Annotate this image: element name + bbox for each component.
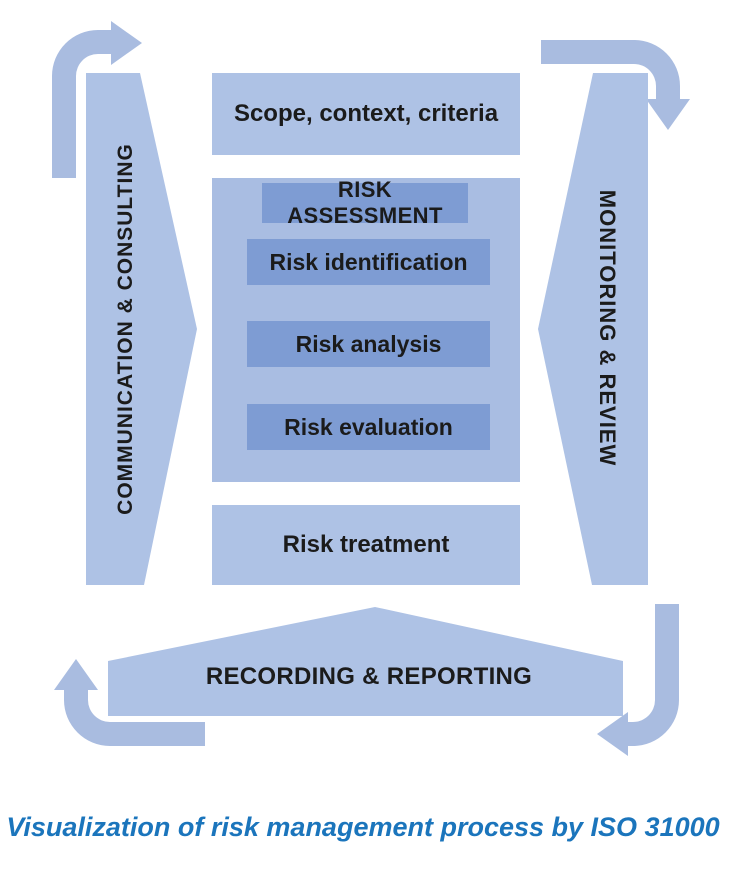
risk-treatment-label: Risk treatment [282,531,450,558]
risk-evaluation-box: Risk evaluation [247,404,490,450]
scope-context-criteria-box: Scope, context, criteria [212,73,520,155]
flow-arrow-bottom-left-icon [54,659,205,746]
communication-consulting-band-shape [86,73,197,585]
risk-assessment-title-box: RISK ASSESSMENT [262,177,468,228]
risk-assessment-title: RISK ASSESSMENT [287,177,443,228]
recording-reporting-band-shape [108,607,623,716]
recording-reporting-label: RECORDING & REPORTING [205,663,533,690]
risk-analysis-box: Risk analysis [247,321,490,367]
diagram-caption: Visualization of risk management process… [6,812,720,842]
risk-treatment-box: Risk treatment [212,505,520,585]
flow-arrow-bottom-right-icon [597,604,679,756]
risk-evaluation-label: Risk evaluation [284,413,453,440]
communication-consulting-label: COMMUNICATION & CONSULTING [114,143,137,515]
flow-arrow-top-right-icon [541,40,690,130]
monitoring-review-band-shape [538,73,648,585]
risk-identification-label: Risk identification [269,248,468,275]
scope-context-criteria-label: Scope, context, criteria [233,100,499,127]
risk-analysis-label: Risk analysis [295,330,442,357]
risk-identification-box: Risk identification [247,239,490,285]
flow-arrow-top-left-icon [52,21,142,178]
monitoring-review-label: MONITORING & REVIEW [595,189,620,467]
